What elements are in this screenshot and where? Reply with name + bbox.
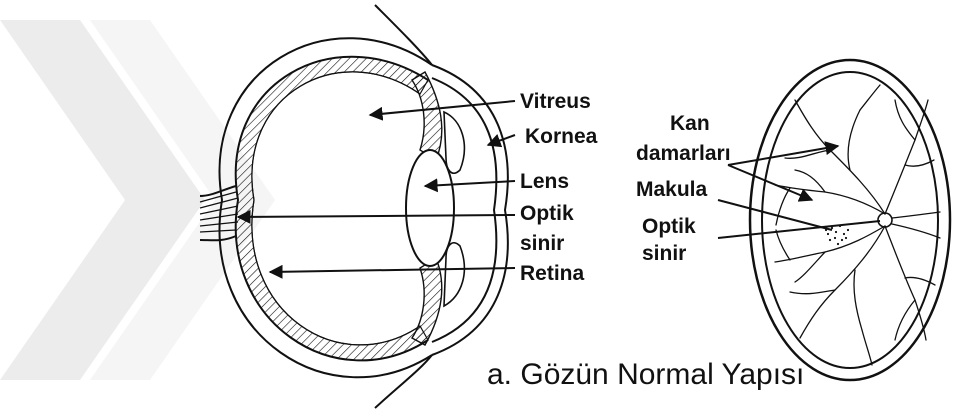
pointer-optik-sinir [238, 215, 515, 217]
iris-lower [444, 243, 464, 306]
label-makula: Makula [636, 178, 708, 201]
fundus-view [750, 60, 950, 380]
label-optik-fundus: Optik [642, 215, 696, 238]
pointer-vitreus [370, 101, 515, 115]
eye-cross-section [200, 5, 508, 408]
fundus-outer-ring [750, 60, 950, 380]
label-sinir: sinir [520, 232, 564, 255]
label-kornea: Kornea [525, 125, 598, 148]
upper-lid-line [375, 5, 432, 65]
label-sinir-fundus: sinir [642, 242, 686, 265]
pointer-retina [270, 268, 515, 272]
optic-disc [878, 213, 892, 227]
iris-upper [444, 112, 464, 173]
watermark-chevron [0, 20, 275, 380]
eye-pointers [238, 101, 515, 272]
lower-lid-line [375, 355, 432, 408]
label-lens: Lens [520, 170, 569, 193]
label-vitreus: Vitreus [520, 90, 591, 113]
figure-caption: a. Gözün Normal Yapısı [487, 358, 804, 391]
label-optik: Optik [520, 202, 574, 225]
label-kan: Kan [670, 112, 710, 135]
lens-shape [406, 150, 454, 266]
label-damarlari: damarları [636, 142, 731, 165]
label-retina: Retina [520, 262, 585, 285]
